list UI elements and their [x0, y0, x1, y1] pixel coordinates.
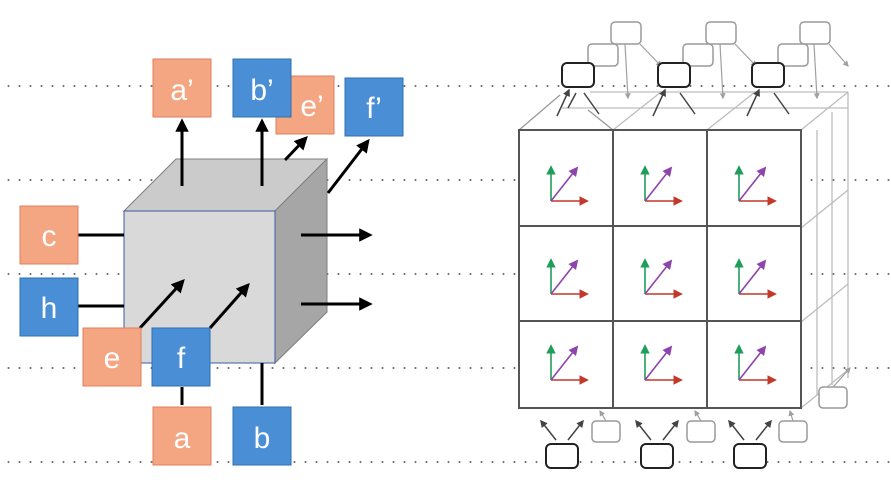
input-label-e: e	[104, 342, 121, 375]
grid-back-layer	[562, 91, 849, 409]
right-grid-diagram	[518, 21, 851, 469]
grid-top-nodes	[561, 62, 785, 88]
input-label-b: b	[254, 422, 271, 455]
grid-top-faint-arrows	[624, 43, 849, 100]
arrow-to-e-prime	[283, 136, 308, 162]
output-box-a-prime	[152, 58, 212, 118]
arrow-to-f-prime	[326, 138, 370, 194]
grid-top-faint-nodes	[587, 21, 831, 67]
left-cube-diagram: e’ a’ b’ f’ c h e f a	[19, 58, 404, 466]
grid-top-edge	[518, 94, 614, 131]
input-box-a	[152, 406, 212, 466]
output-label-e-prime: e’	[300, 90, 323, 123]
input-label-h: h	[41, 292, 58, 325]
input-box-f	[151, 327, 211, 387]
input-box-e	[82, 327, 142, 387]
input-box-b	[232, 406, 292, 466]
grid-bottom-nodes	[545, 443, 767, 469]
grid-bottom-faint-arrows	[599, 367, 851, 422]
grid-bottom-faint-nodes	[591, 386, 848, 443]
input-label-c: c	[42, 220, 57, 253]
grid-bottom-arrows	[540, 419, 772, 441]
output-label-f-prime: f’	[366, 92, 382, 125]
output-box-b-prime	[232, 58, 292, 118]
input-box-h	[19, 277, 79, 337]
input-box-c	[19, 205, 79, 265]
output-box-f-prime	[344, 77, 404, 137]
grid-top-arrows	[556, 88, 790, 117]
grid-lines	[519, 130, 801, 408]
output-label-a-prime: a’	[170, 74, 193, 107]
arrow-from-e	[138, 279, 185, 330]
arrow-from-f	[208, 282, 250, 329]
input-label-f: f	[177, 342, 186, 375]
output-label-b-prime: b’	[250, 74, 273, 107]
input-label-a: a	[174, 422, 191, 455]
